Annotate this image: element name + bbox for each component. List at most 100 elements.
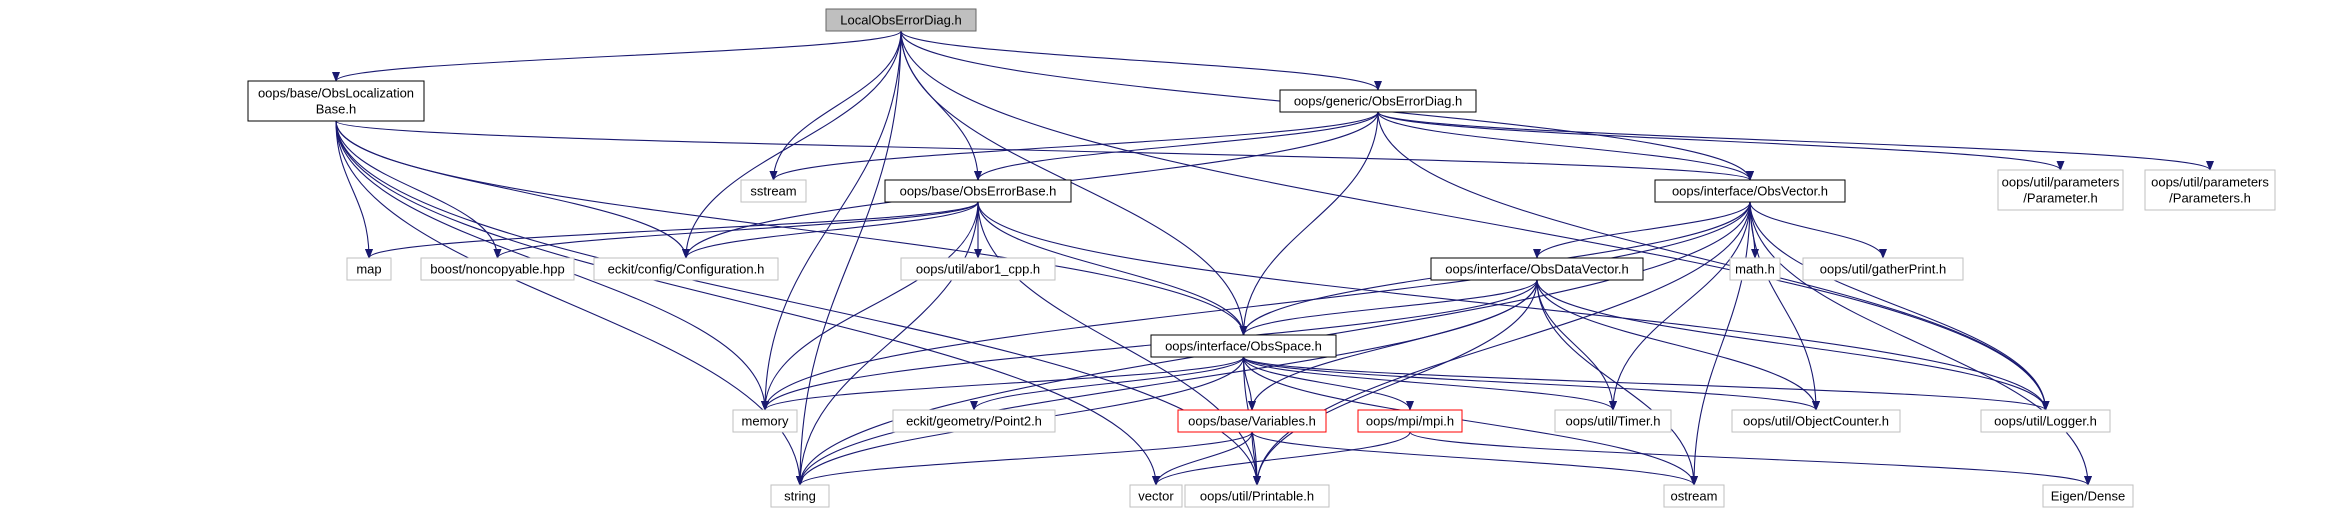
- edge-variables-to-printable: [1251, 431, 1261, 486]
- edge-obsvec-to-obsdatavec: [1533, 201, 1751, 259]
- node-box-eigen: [2042, 484, 2134, 508]
- node-box-gather: [1802, 257, 1964, 281]
- node-label-mpi: oops/mpi/mpi.h: [1366, 414, 1454, 429]
- node-label-mathh: math.h: [1735, 262, 1775, 277]
- node-variables[interactable]: oops/base/Variables.h: [1177, 409, 1327, 433]
- edge-errbase-to-map: [365, 201, 979, 259]
- node-label-vector: vector: [1138, 489, 1174, 504]
- edge-errbase-to-memory: [761, 201, 979, 411]
- node-box-ostream: [1663, 484, 1725, 508]
- node-box-param: [1997, 169, 2124, 211]
- node-box-obsspace: [1150, 334, 1337, 358]
- node-label-ostream: ostream: [1671, 489, 1718, 504]
- node-label-variables: oops/base/Variables.h: [1188, 414, 1316, 429]
- node-box-variables: [1177, 409, 1327, 433]
- node-mpi[interactable]: oops/mpi/mpi.h: [1357, 409, 1463, 433]
- edge-generic-to-logger: [1377, 111, 2050, 411]
- node-generic[interactable]: oops/generic/ObsErrorDiag.h: [1279, 89, 1477, 113]
- node-label-sstream: sstream: [750, 184, 796, 199]
- edge-generic-to-errbase: [974, 111, 1379, 181]
- edge-obsdatavec-to-timer: [1536, 279, 1617, 411]
- node-box-map: [346, 257, 392, 281]
- node-label-abor1: oops/util/abor1_cpp.h: [916, 262, 1040, 277]
- node-label-generic: oops/generic/ObsErrorDiag.h: [1294, 94, 1462, 109]
- edge-obsdatavec-to-logger: [1536, 279, 2050, 411]
- node-root[interactable]: LocalObsErrorDiag.h: [825, 8, 977, 32]
- edge-obsdatavec-to-objcounter: [1536, 279, 1820, 411]
- edge-obsspace-to-point2: [970, 356, 1245, 411]
- edge-obsloc-to-obsspace: [335, 120, 1248, 336]
- edge-obsspace-to-objcounter: [1242, 356, 1820, 411]
- edge-generic-to-obsvec: [1377, 111, 1754, 181]
- node-params: oops/util/parameters/Parameters.h: [2144, 169, 2276, 211]
- node-label-obsvec: oops/interface/ObsVector.h: [1672, 184, 1828, 199]
- node-box-obsdatavec: [1430, 257, 1644, 281]
- node-mathh: math.h: [1729, 257, 1781, 281]
- node-label-obsdatavec: oops/interface/ObsDataVector.h: [1445, 262, 1629, 277]
- edge-generic-to-obsspace: [1239, 111, 1379, 336]
- edge-obsdatavec-to-printable: [1253, 279, 1538, 486]
- edge-obsdatavec-to-string: [796, 279, 1538, 486]
- edge-root-to-generic: [900, 30, 1382, 91]
- node-box-abor1: [900, 257, 1056, 281]
- node-box-obsvec: [1654, 179, 1846, 203]
- node-label-timer: oops/util/Timer.h: [1566, 414, 1661, 429]
- node-obsdatavec[interactable]: oops/interface/ObsDataVector.h: [1430, 257, 1644, 281]
- edge-obsvec-to-ostream: [1690, 201, 1751, 486]
- node-obsspace[interactable]: oops/interface/ObsSpace.h: [1150, 334, 1337, 358]
- node-label-obsloc: Base.h: [316, 102, 356, 117]
- edge-generic-to-param: [1377, 111, 2065, 171]
- edges-layer: [332, 30, 2214, 486]
- edge-generic-to-sstream: [769, 111, 1379, 181]
- node-label-objcounter: oops/util/ObjectCounter.h: [1743, 414, 1889, 429]
- node-vector: vector: [1129, 484, 1183, 508]
- node-memory: memory: [732, 409, 798, 433]
- edge-obsvec-to-eigen: [1749, 201, 2092, 486]
- edge-obsdatavec-to-obsspace: [1239, 279, 1538, 336]
- edge-obsvec-to-timer: [1609, 201, 1751, 411]
- node-box-params: [2144, 169, 2276, 211]
- node-box-sstream: [740, 179, 807, 203]
- edge-errbase-to-config: [682, 201, 979, 259]
- node-config: eckit/config/Configuration.h: [593, 257, 779, 281]
- edge-obsspace-to-mpi: [1242, 356, 1414, 411]
- node-box-noncopy: [420, 257, 575, 281]
- edge-errbase-to-logger: [977, 201, 2050, 411]
- edge-obsvec-to-printable: [1253, 201, 1751, 486]
- edge-root-to-obsspace: [900, 30, 1248, 336]
- edge-generic-to-params: [1377, 111, 2214, 171]
- node-objcounter: oops/util/ObjectCounter.h: [1731, 409, 1901, 433]
- node-label-params: /Parameters.h: [2169, 191, 2251, 206]
- node-obsvec[interactable]: oops/interface/ObsVector.h: [1654, 179, 1846, 203]
- edge-obsloc-to-obsvec: [335, 120, 1754, 181]
- edge-variables-to-string: [796, 431, 1253, 486]
- node-errbase[interactable]: oops/base/ObsErrorBase.h: [884, 179, 1072, 203]
- edge-obsspace-to-timer: [1242, 356, 1617, 411]
- node-box-errbase: [884, 179, 1072, 203]
- node-box-generic: [1279, 89, 1477, 113]
- node-label-string: string: [784, 489, 816, 504]
- edge-errbase-to-printable: [977, 201, 1261, 486]
- node-label-printable: oops/util/Printable.h: [1200, 489, 1314, 504]
- edge-variables-to-ostream: [1251, 431, 1698, 486]
- edge-errbase-to-obsspace: [977, 201, 1248, 336]
- edge-obsspace-to-logger: [1242, 356, 2050, 411]
- edge-root-to-logger: [900, 30, 2050, 411]
- node-box-mpi: [1357, 409, 1463, 433]
- edge-obsvec-to-memory: [761, 201, 1751, 411]
- node-eigen: Eigen/Dense: [2042, 484, 2134, 508]
- node-label-root: LocalObsErrorDiag.h: [840, 13, 961, 28]
- edge-obsloc-to-map: [335, 120, 373, 259]
- edge-variables-to-vector: [1152, 431, 1253, 486]
- node-box-timer: [1554, 409, 1672, 433]
- node-gather: oops/util/gatherPrint.h: [1802, 257, 1964, 281]
- node-box-point2: [892, 409, 1056, 433]
- node-box-logger: [1980, 409, 2111, 433]
- node-box-config: [593, 257, 779, 281]
- node-label-eigen: Eigen/Dense: [2051, 489, 2125, 504]
- edge-obsloc-to-string: [335, 120, 804, 486]
- node-label-param: /Parameter.h: [2023, 191, 2097, 206]
- edge-obsspace-to-ostream: [1242, 356, 1698, 486]
